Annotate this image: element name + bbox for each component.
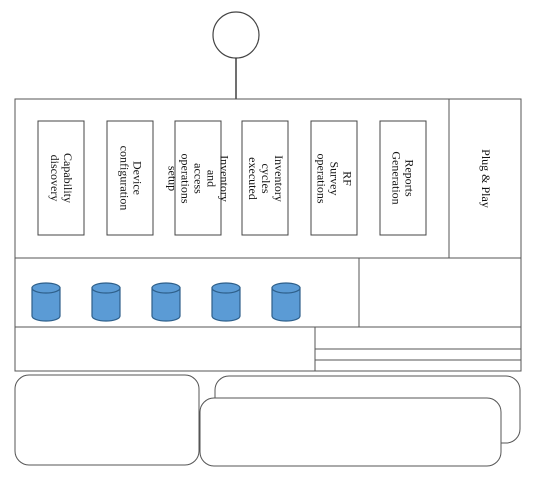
module-box-capability-discovery <box>37 120 85 236</box>
module-box-device-configuration <box>106 120 154 236</box>
lower-right-bar-1 <box>314 326 522 350</box>
module-box-inventory-access-setup <box>174 120 222 236</box>
actor-circle <box>212 11 260 59</box>
database-icon <box>31 282 61 322</box>
modules-panel <box>14 98 450 259</box>
lower-right-bar-2 <box>314 348 522 361</box>
module-box-rf-survey <box>310 120 358 236</box>
database-group <box>31 282 301 322</box>
database-icon <box>271 282 301 322</box>
bottom-left-block <box>14 374 200 466</box>
database-panel <box>14 257 360 328</box>
database-icon <box>211 282 241 322</box>
lower-left-bar <box>14 326 316 372</box>
lower-right-bar-3 <box>314 359 522 372</box>
plug-and-play-panel <box>448 98 522 259</box>
module-box-inventory-cycles <box>241 120 289 236</box>
database-icon <box>91 282 121 322</box>
database-icon <box>151 282 181 322</box>
bottom-right-block-front <box>199 397 502 467</box>
module-box-reports-generation <box>379 120 427 236</box>
right-panel <box>358 257 522 328</box>
module-boxes <box>37 120 427 236</box>
